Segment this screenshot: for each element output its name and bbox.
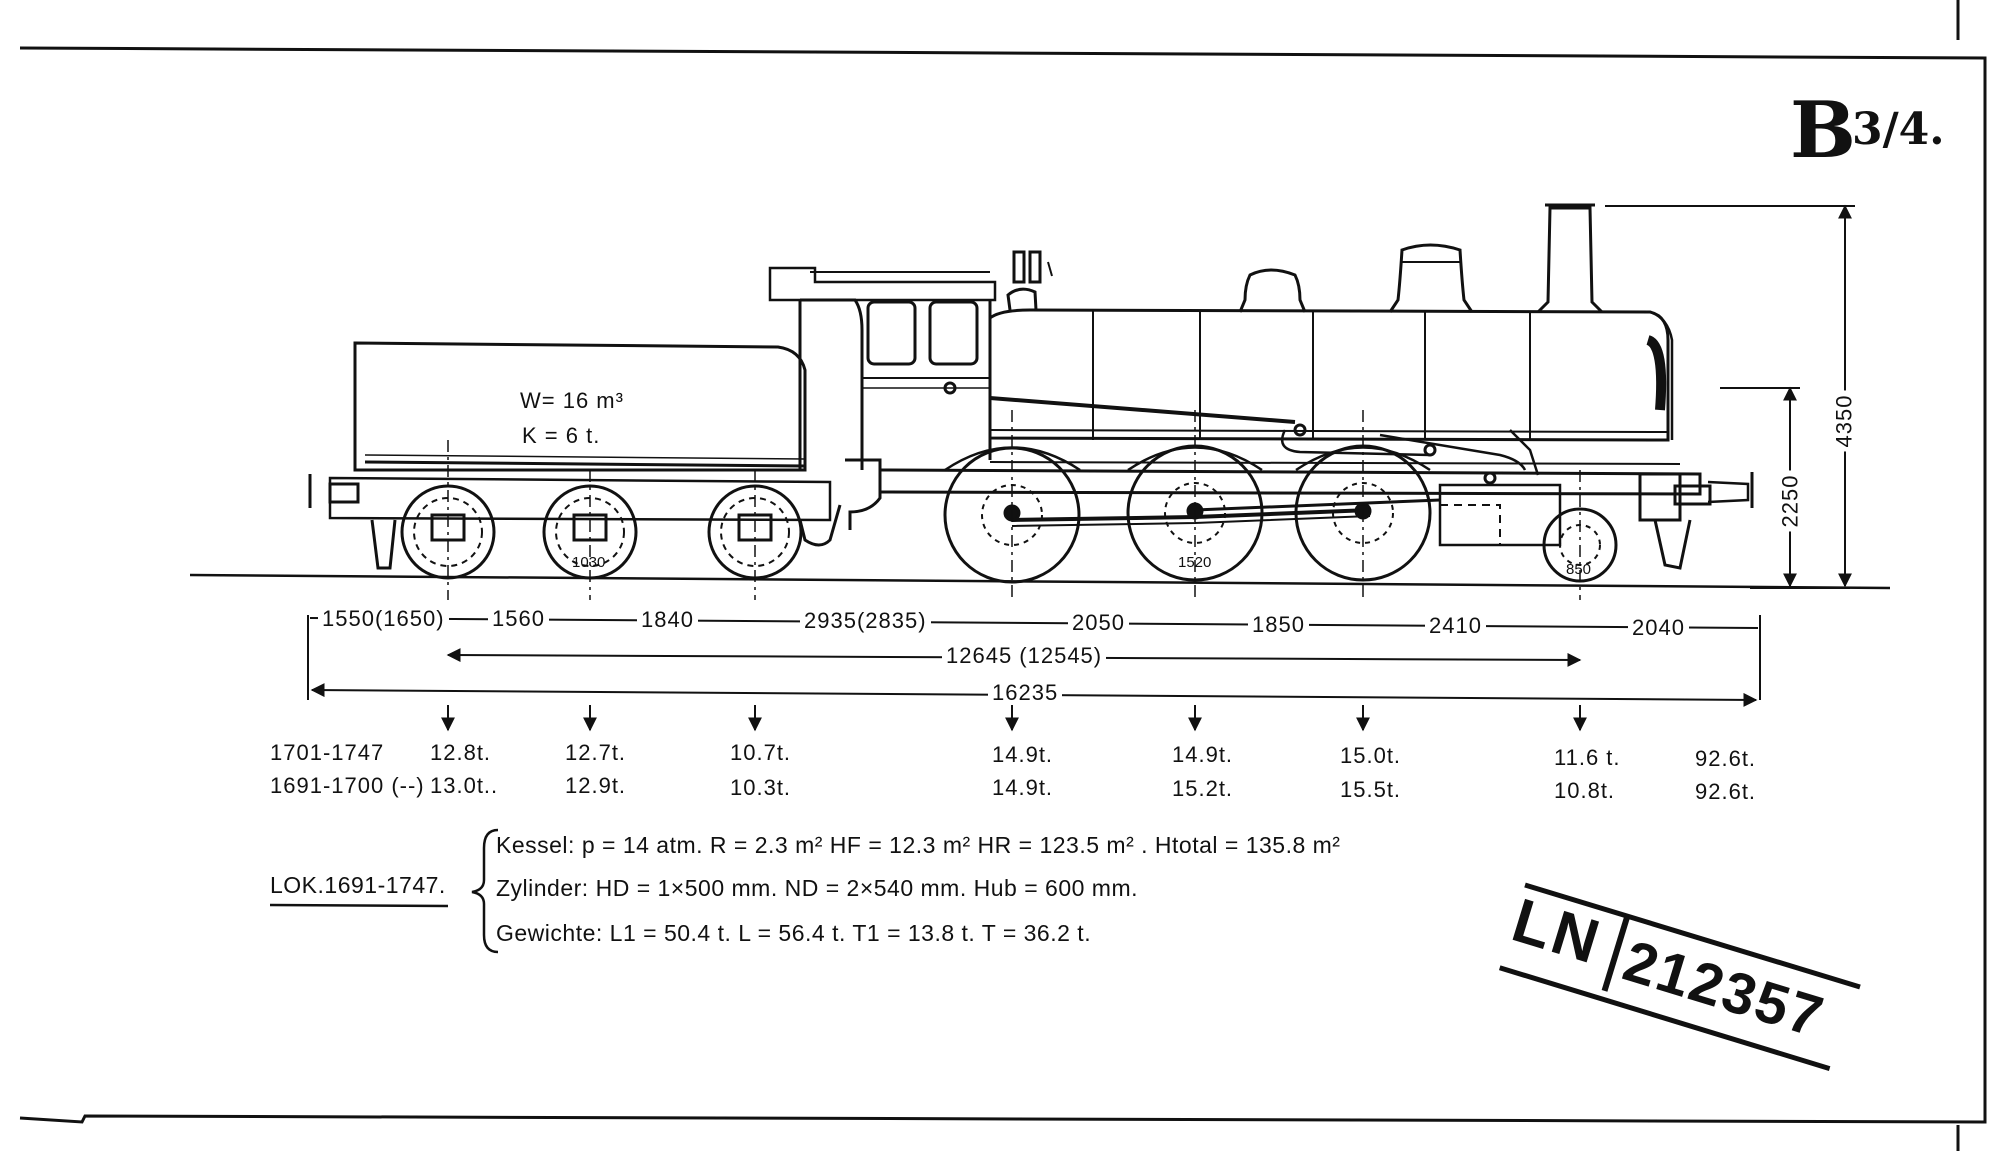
sheet-border bbox=[19, 0, 1987, 1151]
spec-gewichte: Gewichte: L1 = 50.4 t. L = 56.4 t. T1 = … bbox=[496, 920, 1092, 946]
height-dim-4350: 4350 bbox=[1831, 390, 1856, 452]
weight-r2-7: 10.8t. bbox=[1554, 778, 1616, 803]
dim-spacing-6: 1850 bbox=[1248, 614, 1309, 636]
weight-r2-5: 15.2t. bbox=[1172, 776, 1234, 801]
dim-spacing-2: 1560 bbox=[488, 608, 549, 630]
wheel-diameter-bogie: 850 bbox=[1566, 561, 1592, 578]
axle-centerlines bbox=[447, 410, 1581, 600]
height-dim-2250: 2250 bbox=[1777, 470, 1802, 532]
weight-r1-1: 12.8t. bbox=[430, 740, 492, 765]
dim-spacing-4: 2935(2835) bbox=[800, 610, 931, 632]
weight-row-label-2: 1691-1700 (--) bbox=[270, 773, 425, 798]
tender-coal-label: K = 6 t. bbox=[522, 423, 601, 448]
wheel-diameter-tender: 1030 bbox=[572, 554, 606, 571]
rail-line bbox=[189, 573, 1891, 590]
weight-r1-3: 10.7t. bbox=[730, 740, 792, 765]
class-fraction: 3/4. bbox=[1852, 104, 1945, 155]
weight-r2-1: 13.0t.. bbox=[430, 773, 499, 798]
dim-spacing-3: 1840 bbox=[637, 609, 698, 631]
weight-r1-4: 14.9t. bbox=[992, 742, 1054, 767]
dim-spacing-7: 2410 bbox=[1425, 615, 1486, 637]
weight-r2-3: 10.3t. bbox=[730, 775, 792, 800]
weight-r1-6: 15.0t. bbox=[1340, 743, 1402, 768]
spec-zylinder: Zylinder: HD = 1×500 mm. ND = 2×540 mm. … bbox=[496, 875, 1138, 901]
weight-r1-8: 92.6t. bbox=[1695, 746, 1757, 771]
tender-water-label: W= 16 m³ bbox=[520, 388, 624, 413]
weight-r2-8: 92.6t. bbox=[1695, 779, 1757, 804]
weight-r1-5: 14.9t. bbox=[1172, 742, 1234, 767]
dim-total-length: 16235 bbox=[988, 682, 1063, 704]
engine-frame bbox=[878, 381, 1754, 570]
weight-r2-2: 12.9t. bbox=[565, 773, 627, 798]
spec-kessel: Kessel: p = 14 atm. R = 2.3 m² HF = 12.3… bbox=[496, 832, 1341, 858]
wheel-diameter-driving: 1520 bbox=[1178, 554, 1212, 571]
dim-wheelbase-engine: 12645 (12545) bbox=[942, 645, 1107, 667]
class-mark: B bbox=[1790, 85, 1856, 176]
dim-spacing-8: 2040 bbox=[1628, 617, 1689, 639]
dim-spacing-5: 2050 bbox=[1068, 612, 1129, 634]
loco-number-label: LOK.1691-1747. bbox=[270, 872, 446, 898]
weight-row-label-1: 1701-1747 bbox=[270, 740, 385, 765]
weight-r1-7: 11.6 t. bbox=[1554, 745, 1621, 770]
spec-brace bbox=[269, 828, 499, 954]
weight-r2-6: 15.5t. bbox=[1340, 777, 1402, 802]
dim-spacing-1: 1550(1650) bbox=[318, 608, 449, 630]
weight-r1-2: 12.7t. bbox=[565, 740, 627, 765]
boiler bbox=[988, 203, 1681, 465]
load-arrows bbox=[441, 705, 1587, 732]
stamp-frame bbox=[1524, 882, 1861, 990]
weight-r2-4: 14.9t. bbox=[992, 775, 1054, 800]
